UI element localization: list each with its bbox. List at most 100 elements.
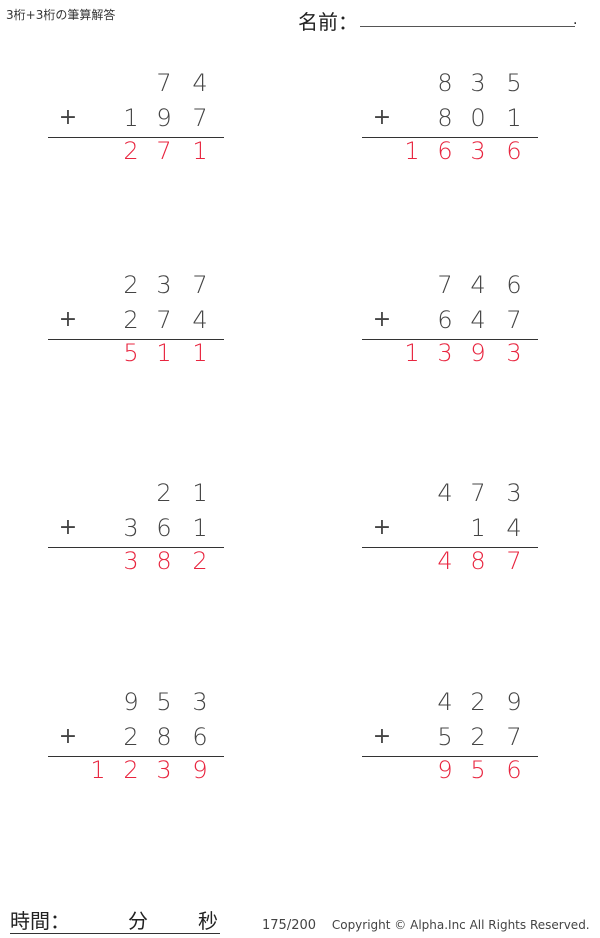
- answer-digit: 9: [192, 756, 208, 784]
- digit: 8: [156, 723, 172, 751]
- digit: 3: [156, 271, 172, 299]
- copyright-text: Copyright © Alpha.Inc All Rights Reserve…: [331, 918, 590, 932]
- digit: 2: [123, 271, 139, 299]
- sum-line: [48, 339, 224, 340]
- digit: 6: [192, 723, 208, 751]
- answer-digit: 5: [470, 756, 486, 784]
- answer-digit: 3: [156, 756, 172, 784]
- digit: 1: [470, 514, 486, 542]
- answer-digit: 4: [437, 547, 453, 575]
- plus-sign: +: [372, 307, 392, 332]
- digit: 7: [506, 306, 522, 334]
- answer-digit: 7: [506, 547, 522, 575]
- answer-digit: 2: [192, 547, 208, 575]
- digit: 2: [123, 306, 139, 334]
- answer-digit: 2: [123, 137, 139, 165]
- answer-digit: 1: [156, 339, 172, 367]
- answer-digit: 1: [192, 137, 208, 165]
- answer-digit: 1: [404, 339, 420, 367]
- digit: 6: [156, 514, 172, 542]
- answer-digit: 6: [437, 137, 453, 165]
- name-input-line[interactable]: [360, 26, 575, 27]
- digit: 8: [437, 104, 453, 132]
- plus-sign: +: [58, 724, 78, 749]
- answer-digit: 3: [437, 339, 453, 367]
- sum-line: [362, 547, 538, 548]
- plus-sign: +: [372, 105, 392, 130]
- plus-sign: +: [58, 307, 78, 332]
- digit: 7: [506, 723, 522, 751]
- digit: 4: [470, 271, 486, 299]
- answer-digit: 8: [470, 547, 486, 575]
- digit: 2: [470, 688, 486, 716]
- time-label: 時間：: [10, 909, 70, 933]
- answer-digit: 1: [90, 756, 106, 784]
- digit: 7: [437, 271, 453, 299]
- answer-digit: 9: [437, 756, 453, 784]
- answer-digit: 3: [506, 339, 522, 367]
- footer-info: 175/200 Copyright © Alpha.Inc All Rights…: [262, 918, 590, 933]
- plus-sign: +: [372, 515, 392, 540]
- sum-line: [362, 339, 538, 340]
- digit: 3: [506, 479, 522, 507]
- answer-digit: 1: [192, 339, 208, 367]
- digit: 4: [506, 514, 522, 542]
- digit: 2: [156, 479, 172, 507]
- digit: 9: [123, 688, 139, 716]
- digit: 2: [470, 723, 486, 751]
- answer-digit: 8: [156, 547, 172, 575]
- digit: 5: [437, 723, 453, 751]
- digit: 6: [506, 271, 522, 299]
- digit: 4: [437, 479, 453, 507]
- digit: 7: [192, 104, 208, 132]
- digit: 4: [437, 688, 453, 716]
- answer-digit: 3: [123, 547, 139, 575]
- digit: 7: [470, 479, 486, 507]
- digit: 7: [192, 271, 208, 299]
- answer-digit: 5: [123, 339, 139, 367]
- sum-line: [48, 137, 224, 138]
- digit: 1: [192, 514, 208, 542]
- plus-sign: +: [58, 105, 78, 130]
- name-line-end: .: [573, 12, 578, 28]
- answer-digit: 3: [470, 137, 486, 165]
- digit: 4: [192, 306, 208, 334]
- digit: 4: [470, 306, 486, 334]
- digit: 1: [192, 479, 208, 507]
- digit: 5: [156, 688, 172, 716]
- answer-digit: 9: [470, 339, 486, 367]
- digit: 3: [123, 514, 139, 542]
- minutes-label: 分: [128, 909, 148, 933]
- name-label: 名前：: [298, 10, 358, 34]
- answer-digit: 1: [404, 137, 420, 165]
- answer-digit: 2: [123, 756, 139, 784]
- digit: 1: [506, 104, 522, 132]
- time-field[interactable]: 時間： 分 秒: [10, 905, 220, 934]
- digit: 6: [437, 306, 453, 334]
- seconds-label: 秒: [198, 909, 218, 933]
